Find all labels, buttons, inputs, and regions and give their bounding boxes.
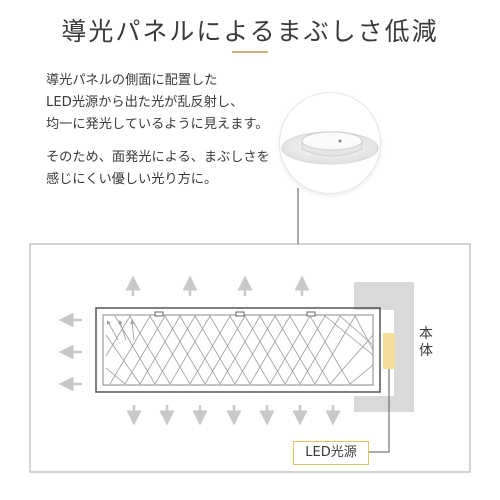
diagram-frame [29, 243, 471, 473]
left-arrows [58, 312, 82, 392]
description-paragraph-1: 導光パネルの側面に配置した LED光源から出た光が乱反射し、 均一に発光している… [46, 73, 269, 132]
light-rays [105, 315, 374, 385]
page-title: 導光パネルによるまぶしさ低減 [61, 17, 439, 46]
up-arrows [125, 275, 310, 296]
title-underline [232, 51, 268, 53]
ceiling-light-illustration [281, 131, 379, 165]
down-arrows [126, 405, 341, 426]
led-leader-line [369, 369, 390, 453]
body-label: 本体 [419, 326, 433, 359]
light-guide-panel-inner [102, 314, 374, 386]
body-wall [354, 282, 414, 412]
description-paragraph-2: そのため、面発光による、まぶしさを 感じにくい優しい光り方に。 [46, 150, 270, 187]
led-label: LED光源 [293, 441, 369, 465]
led-light-source [383, 333, 395, 369]
scatter-arrows [107, 320, 135, 341]
light-guide-panel [95, 307, 381, 393]
product-photo-circle [280, 93, 380, 193]
reflector-marks [154, 311, 316, 317]
